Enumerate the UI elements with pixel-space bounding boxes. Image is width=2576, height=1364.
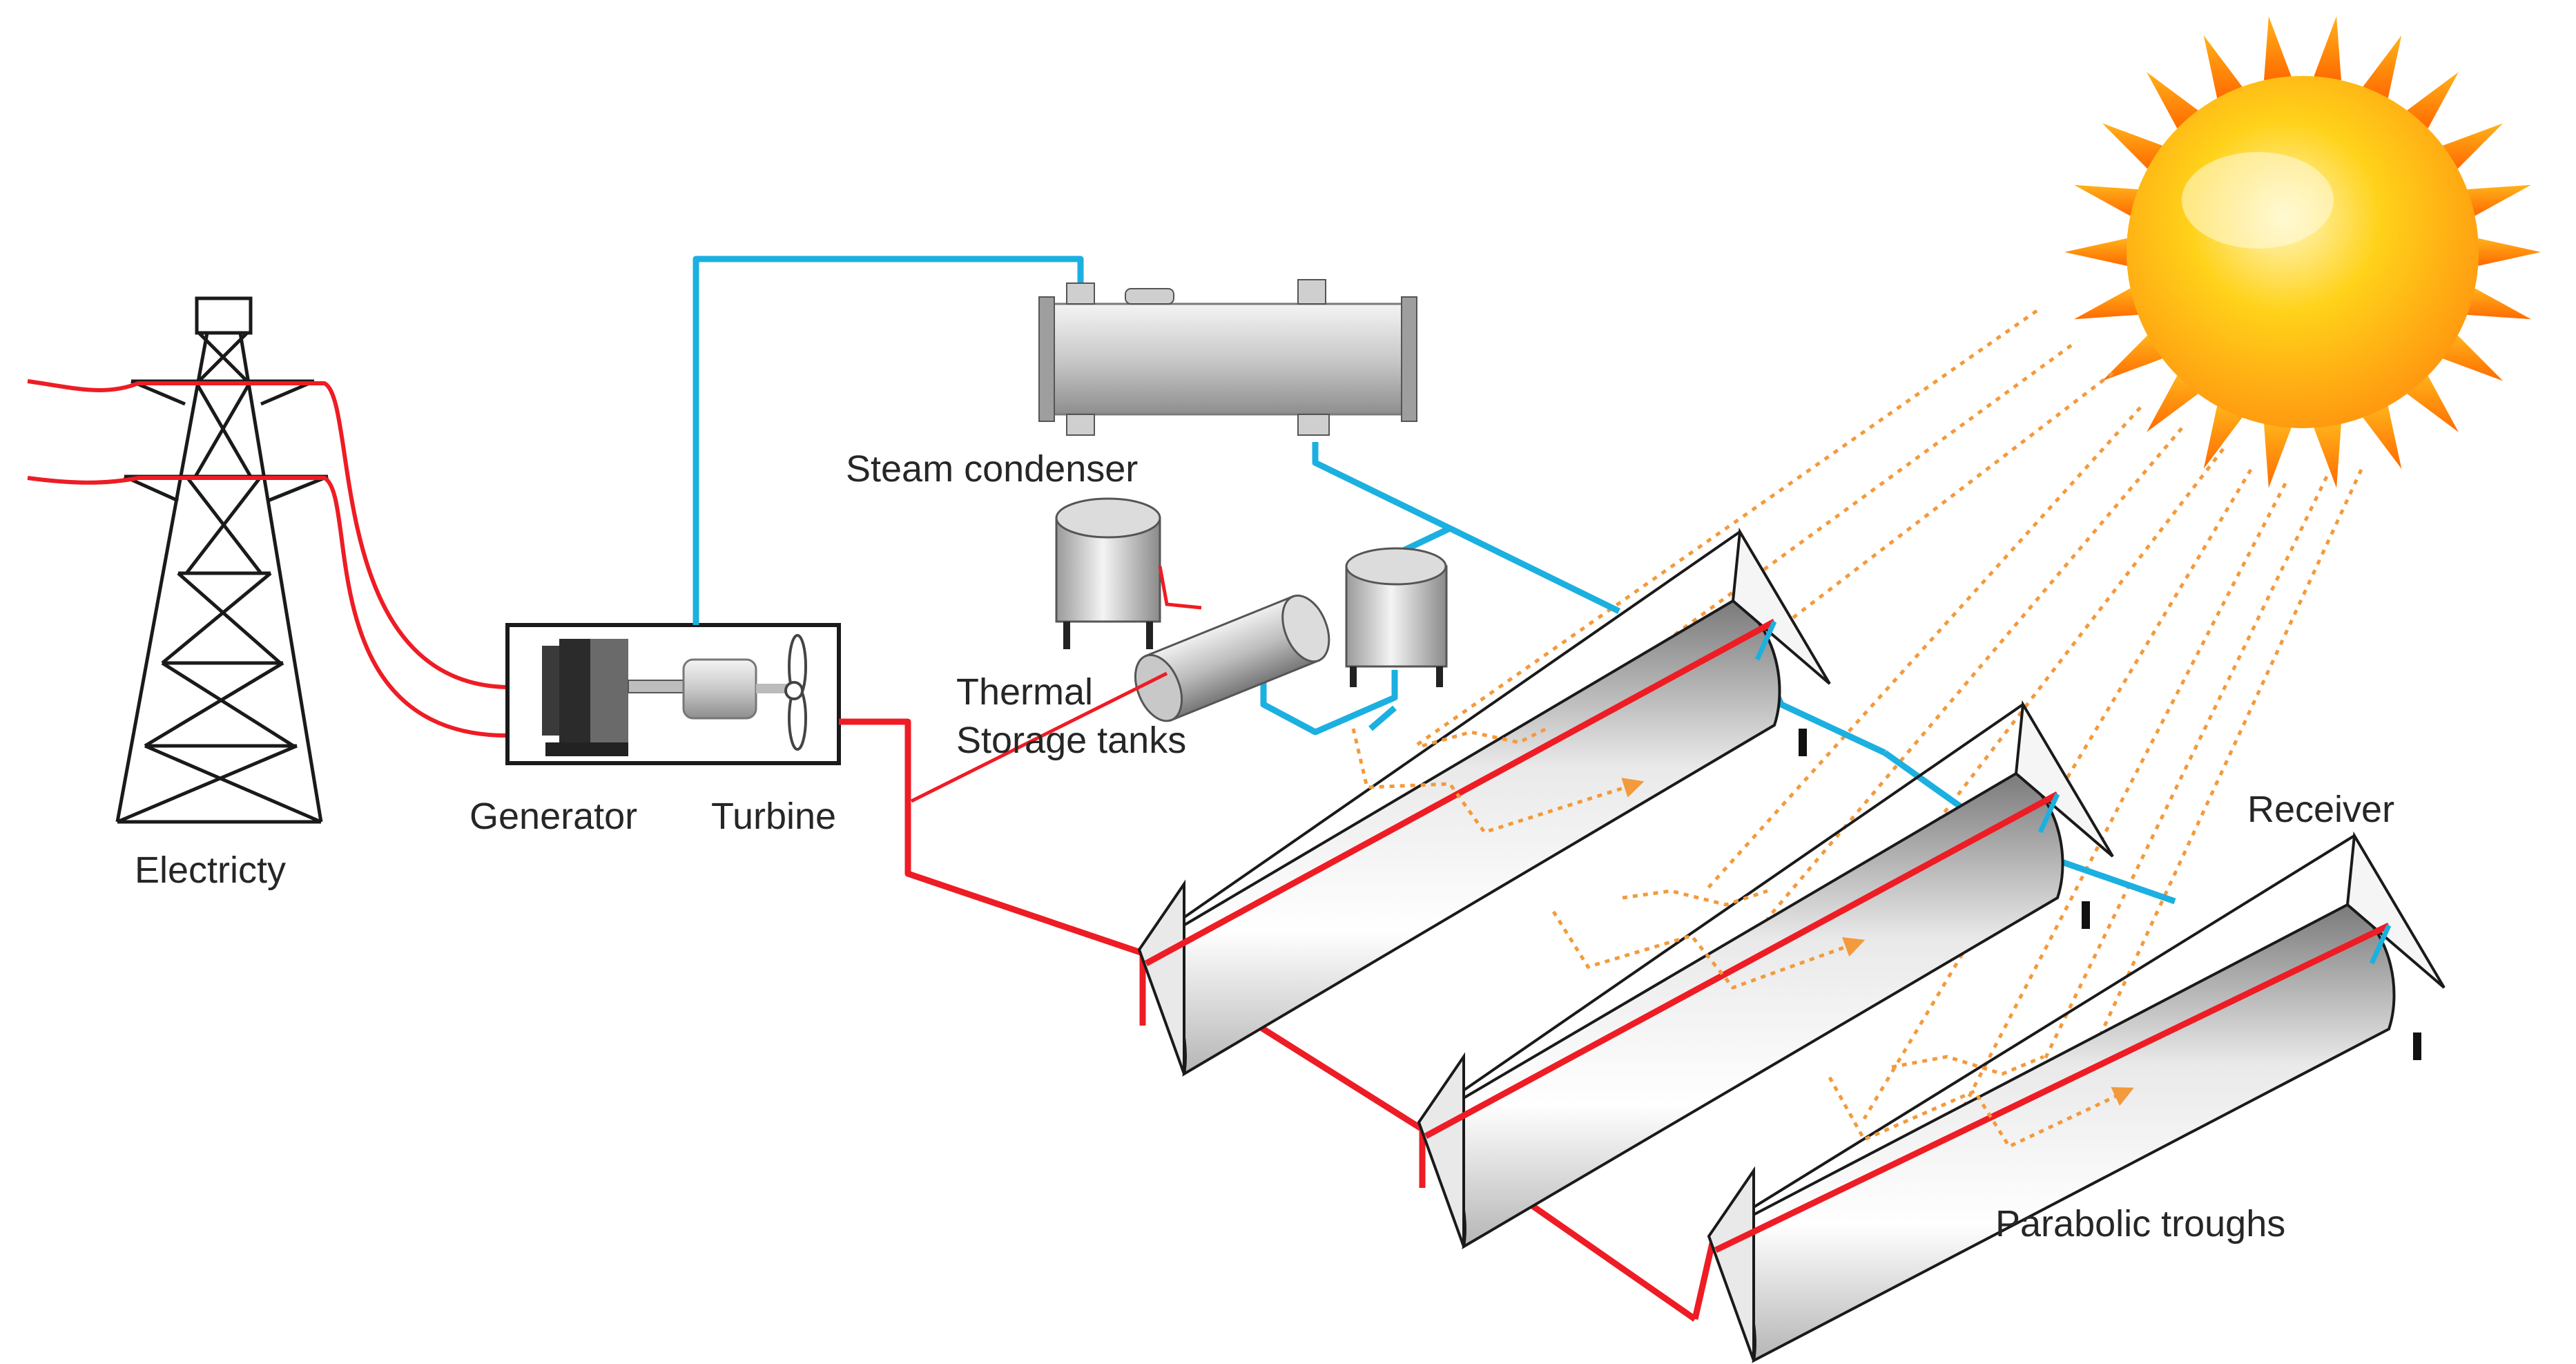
parabolic-trough-icon (1707, 831, 2446, 1363)
sun-ray-spike (2102, 335, 2162, 381)
sun-ray-spike (2147, 376, 2198, 432)
generator-icon (542, 639, 684, 756)
label-parabolic-troughs: Parabolic troughs (1995, 1203, 2285, 1245)
parabolic-trough-icon (1137, 527, 1831, 1077)
parabolic-trough-icon (1417, 700, 2114, 1249)
label-storage-tanks: Storage tanks (956, 720, 1186, 761)
sun-ray-spike (2478, 238, 2541, 267)
storage-feed-lines (910, 566, 1202, 803)
reflection-arrows (1351, 727, 2134, 1149)
sun-ray-spike (2264, 16, 2292, 81)
sun-ray-spike (2363, 35, 2402, 99)
storage-tank-icon (1055, 497, 1448, 722)
sun-ray-spike (2064, 238, 2127, 267)
sun-ray-spike (2314, 423, 2341, 488)
sun-ray-spike (2203, 405, 2243, 469)
sun-ray-spike (2147, 72, 2198, 128)
label-receiver: Receiver (2247, 789, 2394, 830)
sun-ray-spike (2407, 376, 2459, 432)
sun-ray-spike (2073, 184, 2138, 216)
sun-ray-spike (2467, 184, 2532, 216)
sun-ray-spike (2203, 35, 2243, 99)
generator-turbine-unit (505, 623, 841, 765)
steam-condenser-icon (1038, 279, 1417, 436)
sun-ray-spike (2467, 288, 2532, 320)
diagram-labels: Electricty Generator Turbine Steam conde… (135, 448, 2394, 1245)
label-electricity: Electricty (135, 849, 286, 891)
sun-ray-spike (2443, 335, 2504, 381)
sun-ray-spike (2407, 72, 2459, 128)
label-generator: Generator (469, 796, 637, 837)
sun-ray-spike (2443, 123, 2504, 169)
transmission-tower-icon (115, 296, 329, 824)
label-turbine: Turbine (711, 796, 836, 837)
sun-ray-spike (2102, 123, 2162, 169)
label-steam-condenser: Steam condenser (846, 448, 1138, 490)
sun-ray-spike (2073, 288, 2138, 320)
sun-icon (2064, 16, 2541, 488)
sun-ray-spike (2314, 16, 2341, 81)
turbine-icon (682, 634, 807, 751)
sun-ray-spike (2264, 423, 2292, 488)
power-lines (27, 379, 508, 738)
sun-ray-spike (2363, 405, 2402, 469)
label-thermal: Thermal (956, 671, 1093, 713)
